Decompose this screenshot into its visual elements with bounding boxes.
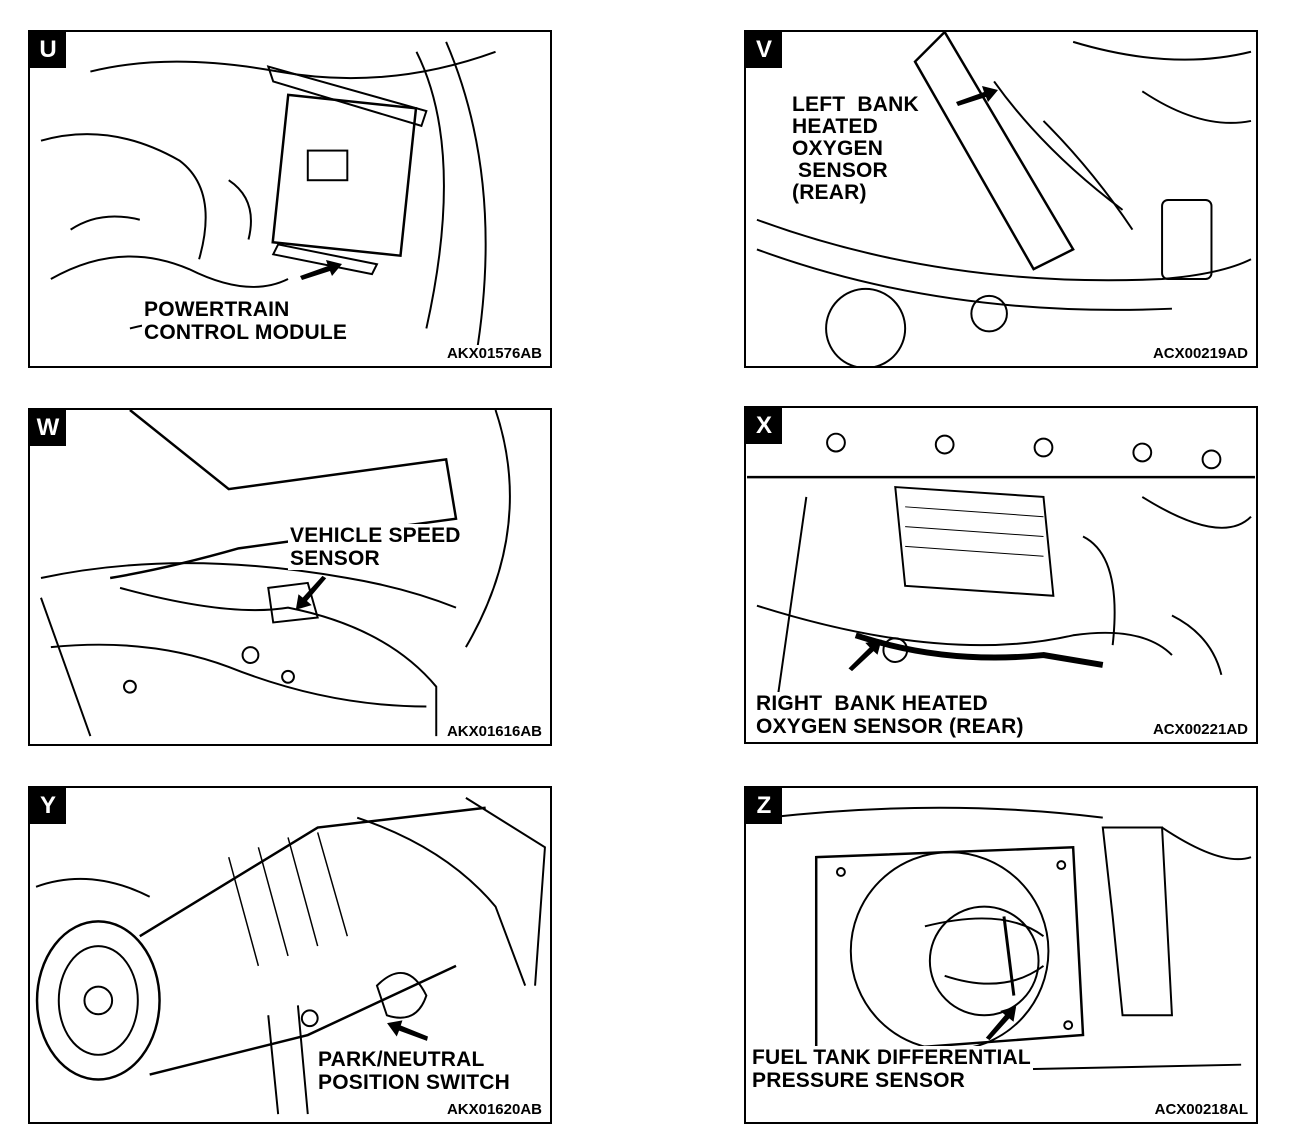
panel-u-code: AKX01576AB — [444, 345, 544, 362]
panel-z-code: ACX00218AL — [1152, 1101, 1250, 1118]
panel-u: U POWERTRAIN CONTROL MODULE AKX01576AB — [28, 30, 552, 368]
panel-z-letter: Z — [746, 788, 782, 824]
panel-x-code: ACX00221AD — [1150, 721, 1250, 738]
panel-y: Y PARK/NEUTRAL POSITION SWITCH AKX01620A… — [28, 786, 552, 1124]
panel-v-code: ACX00219AD — [1150, 345, 1250, 362]
arrow-icon — [387, 1020, 428, 1041]
callout-line: SENSOR — [792, 159, 888, 182]
left-bank-oxygen-sensor-drawing — [756, 32, 1252, 366]
callout-line: OXYGEN — [792, 137, 884, 160]
callout-line: RIGHT BANK HEATED — [756, 692, 988, 715]
panel-w-callout: VEHICLE SPEED SENSOR — [288, 524, 463, 570]
panel-x-letter: X — [746, 408, 782, 444]
panel-z: Z FUEL TANK DIFFERENTIAL PRESSURE SENSOR… — [744, 786, 1258, 1124]
callout-line: FUEL TANK DIFFERENTIAL — [752, 1046, 1031, 1069]
callout-line: POSITION SWITCH — [318, 1071, 510, 1094]
callout-line: PRESSURE SENSOR — [752, 1069, 966, 1092]
panel-v-callout: LEFT BANK HEATED OXYGEN SENSOR (REAR) — [790, 94, 921, 204]
arrow-icon — [300, 260, 342, 280]
vehicle-speed-sensor-drawing — [40, 410, 511, 737]
callout-line: VEHICLE SPEED — [290, 524, 461, 547]
arrow-icon — [848, 639, 882, 672]
callout-line: PARK/NEUTRAL — [318, 1048, 485, 1071]
panel-w-letter: W — [30, 410, 66, 446]
panel-x-callout: RIGHT BANK HEATED OXYGEN SENSOR (REAR) — [754, 692, 1026, 738]
panel-y-callout: PARK/NEUTRAL POSITION SWITCH — [316, 1048, 512, 1094]
panel-v-letter: V — [746, 32, 782, 68]
panel-v: V LEFT BANK HEATED OXYGEN SENSOR (REAR) … — [744, 30, 1258, 368]
right-bank-oxygen-sensor-drawing — [747, 432, 1255, 705]
callout-line: OXYGEN SENSOR (REAR) — [756, 715, 1024, 738]
callout-line: CONTROL MODULE — [144, 321, 348, 344]
callout-line: LEFT BANK — [792, 93, 919, 116]
callout-line: POWERTRAIN — [144, 298, 290, 321]
park-neutral-switch-drawing — [35, 797, 546, 1115]
panel-w: W VEHICLE SPEED SENSOR AKX01616AB — [28, 408, 552, 746]
panel-w-code: AKX01616AB — [444, 723, 544, 740]
callout-line: SENSOR — [290, 547, 380, 570]
callout-line: HEATED — [792, 115, 878, 138]
arrow-icon — [956, 86, 998, 106]
callout-line: (REAR) — [792, 181, 867, 204]
arrow-icon — [985, 1006, 1017, 1041]
panel-u-callout: POWERTRAIN CONTROL MODULE — [142, 298, 350, 344]
panel-u-letter: U — [30, 32, 66, 68]
panel-y-code: AKX01620AB — [444, 1101, 544, 1118]
panel-x: X RIGHT BANK HEATED OXYGEN SENSOR (REAR)… — [744, 406, 1258, 744]
panel-z-callout: FUEL TANK DIFFERENTIAL PRESSURE SENSOR — [750, 1046, 1033, 1092]
panel-y-letter: Y — [30, 788, 66, 824]
arrow-icon — [295, 575, 327, 610]
